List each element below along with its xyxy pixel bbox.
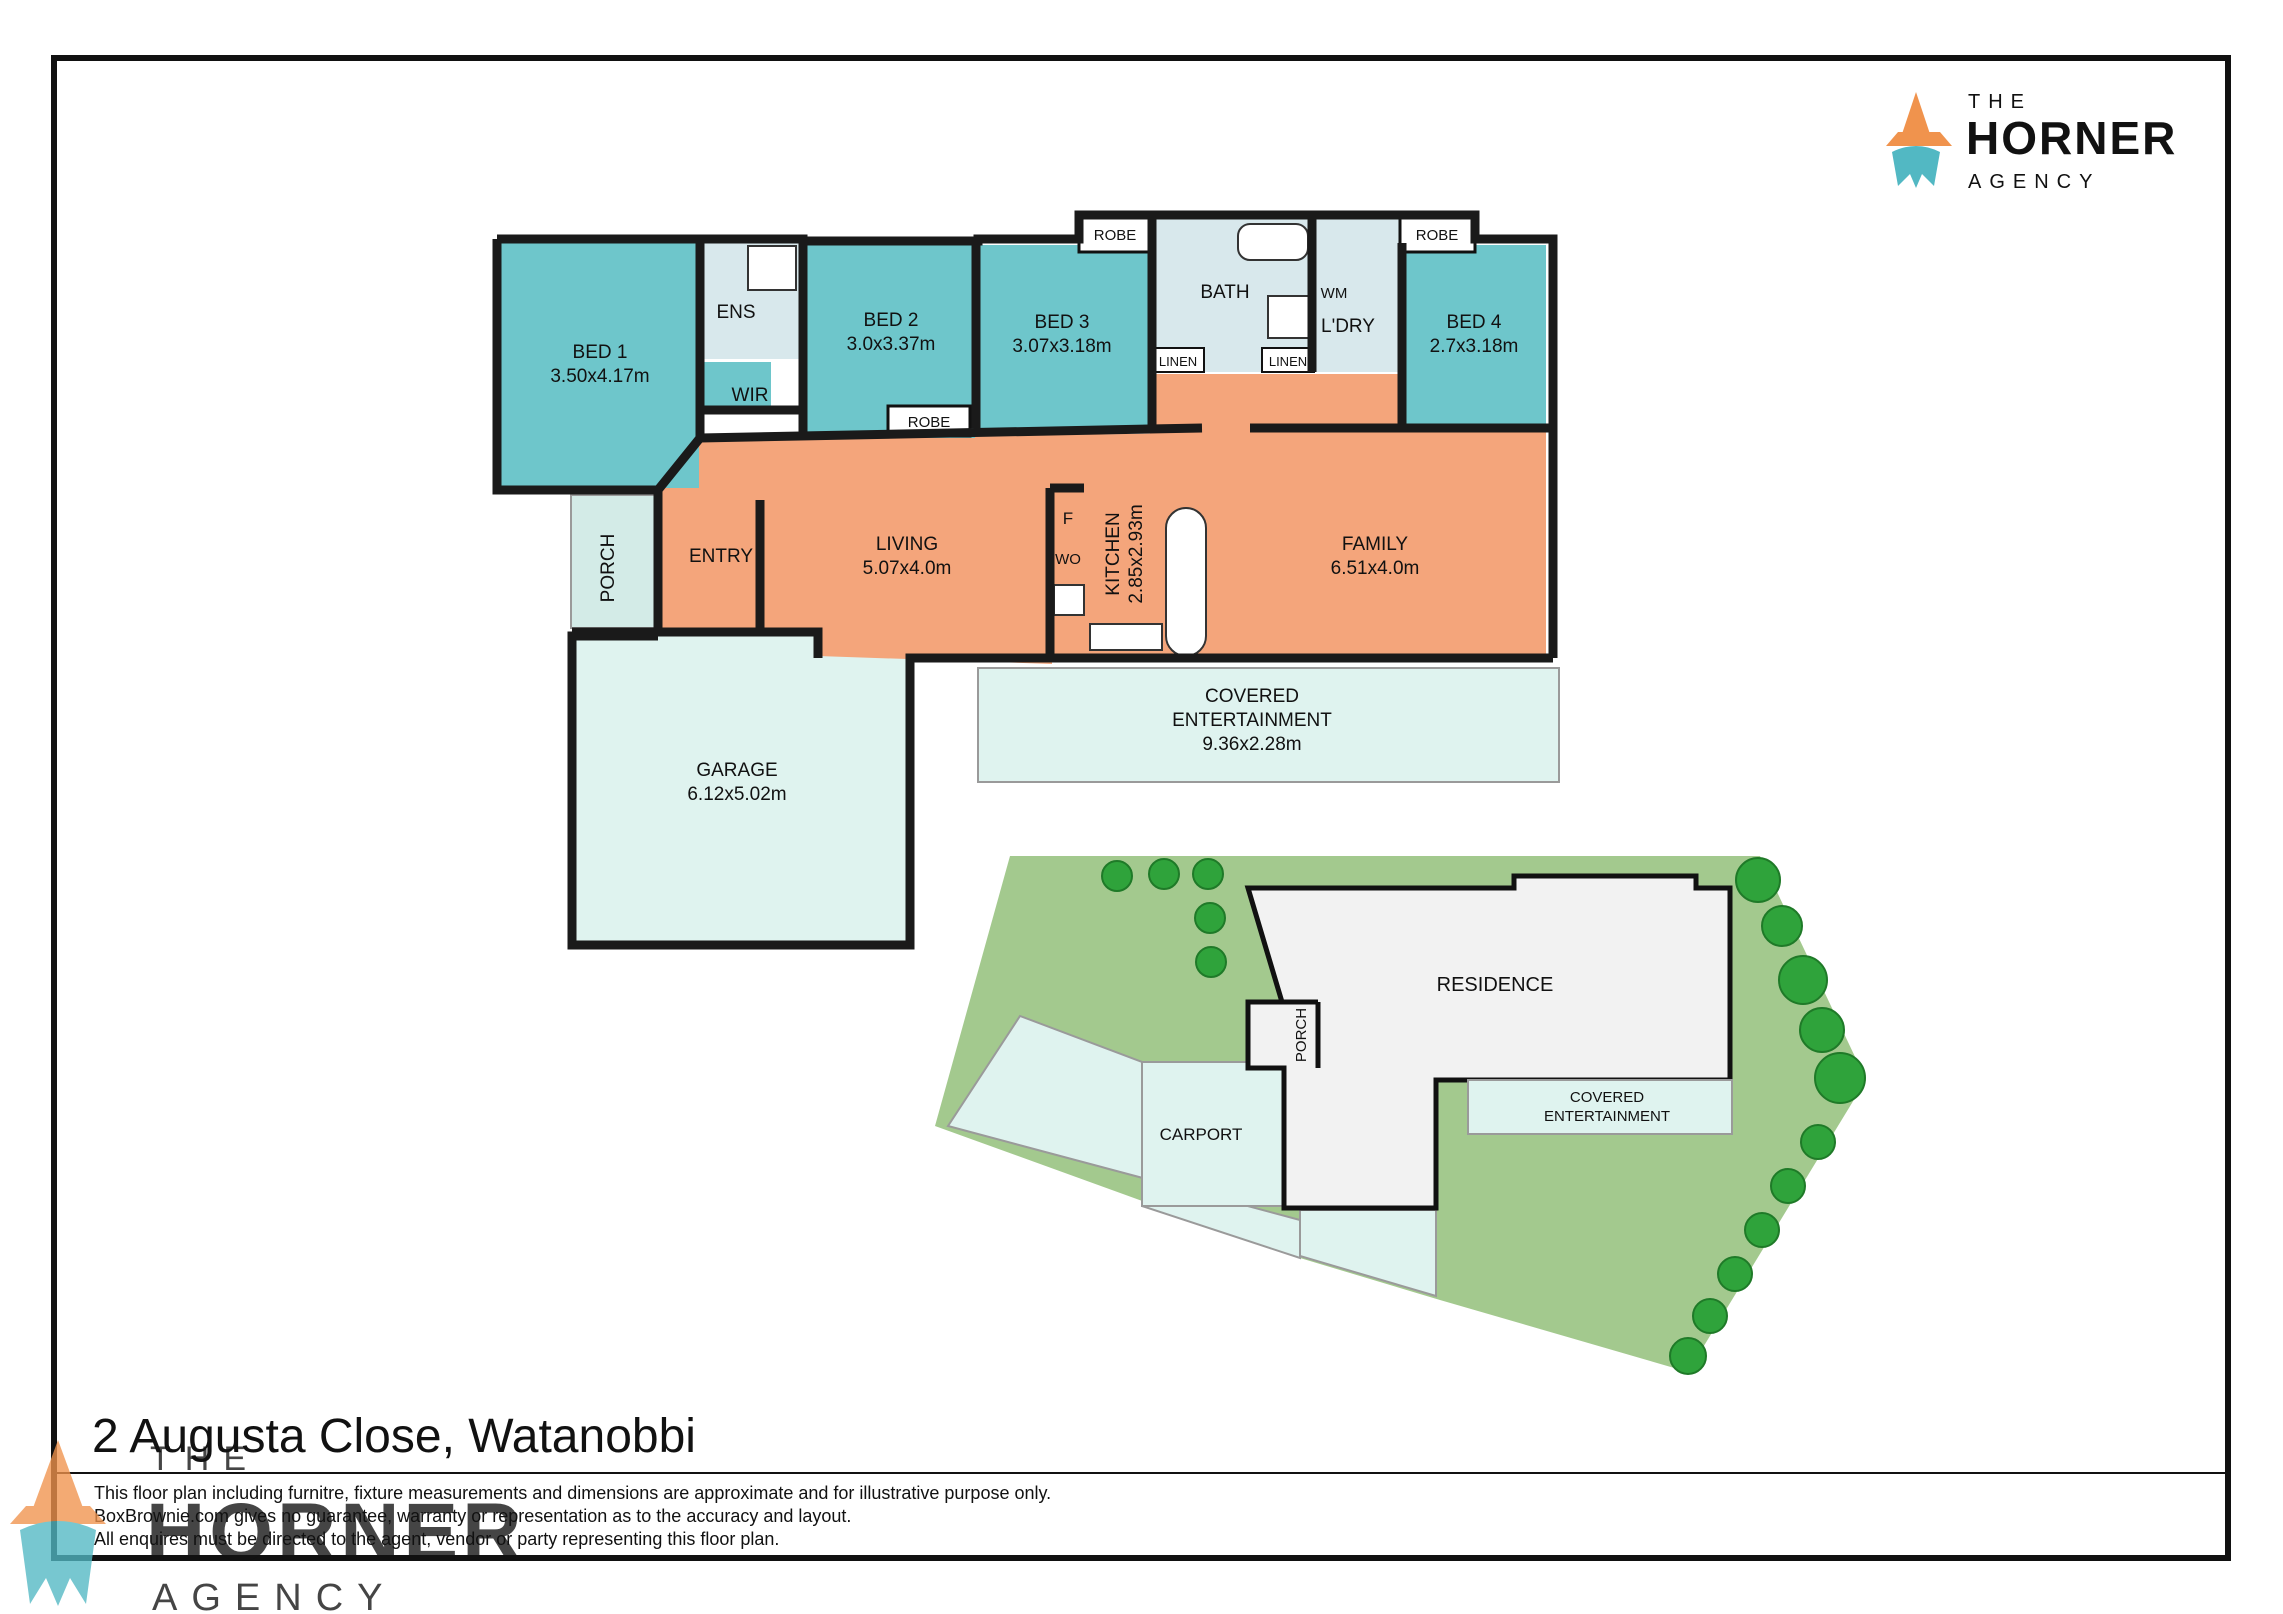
bed3-area <box>978 245 1150 428</box>
bed4-area <box>1404 245 1546 428</box>
entry-label: ENTRY <box>689 546 753 567</box>
wir-label: WIR <box>732 385 769 406</box>
bed2-label: BED 2 <box>864 310 919 331</box>
disclaimer-line-3: All enquires must be directed to the age… <box>94 1529 779 1549</box>
bed2-dims: 3.0x3.37m <box>847 334 936 355</box>
linen2-label: LINEN <box>1269 354 1307 369</box>
tree-icon <box>1814 1052 1866 1104</box>
bed1-area <box>497 243 699 488</box>
watermark-brim-icon <box>10 1506 106 1524</box>
brand-logo-top: THE HORNER AGENCY <box>1886 91 2177 193</box>
site-covered-area <box>1467 1079 1733 1135</box>
kitchen-sink <box>1089 623 1163 651</box>
robe-bed4-label: ROBE <box>1416 227 1459 244</box>
horn-brim-icon <box>1886 132 1952 146</box>
bath-label: BATH <box>1200 282 1249 303</box>
garage-label: GARAGE <box>696 760 777 781</box>
shower-ens <box>747 245 797 291</box>
site-carport-label: CARPORT <box>1160 1125 1243 1144</box>
watermark-line3: AGENCY <box>152 1577 396 1614</box>
kitchen-label: KITCHEN <box>1103 512 1124 595</box>
tree-icon <box>1692 1298 1728 1334</box>
bath-tub <box>1237 223 1309 261</box>
wm-label: WM <box>1321 285 1348 302</box>
garage-area <box>572 636 910 943</box>
room-labels: BED 1 3.50x4.17m ENS WIR BED 2 3.0x3.37m… <box>550 227 1518 805</box>
bed3-dims: 3.07x3.18m <box>1012 336 1111 357</box>
trees <box>1101 857 1866 1375</box>
covered-label-2: ENTERTAINMENT <box>1172 710 1332 731</box>
linen2-box <box>1261 347 1315 373</box>
site-porch-label: PORCH <box>1293 1008 1310 1062</box>
tree-icon <box>1735 857 1781 903</box>
family-dims: 6.51x4.0m <box>1331 558 1420 579</box>
kitchen-island <box>1165 507 1207 657</box>
brand-top-line3: AGENCY <box>1968 171 2100 193</box>
bed3-label: BED 3 <box>1035 312 1090 333</box>
porch-label: PORCH <box>598 534 619 603</box>
bed4-label: BED 4 <box>1447 312 1502 333</box>
bed4-dims: 2.7x3.18m <box>1430 336 1519 357</box>
watermark-line2: HORNER <box>146 1487 525 1578</box>
bed1-dims: 3.50x4.17m <box>550 366 649 387</box>
tree-icon <box>1195 946 1227 978</box>
house-plan <box>492 210 1560 950</box>
site-covered-label-1: COVERED <box>1570 1089 1644 1106</box>
tree-icon <box>1101 860 1133 892</box>
covered-entertainment-area <box>977 667 1560 783</box>
horn-icon <box>1900 92 1932 140</box>
tree-icon <box>1194 902 1226 934</box>
watermark-line1: THE <box>150 1440 260 1478</box>
tree-icon <box>1799 1007 1845 1053</box>
robe-bed3-label: ROBE <box>1094 227 1137 244</box>
tree-icon <box>1717 1256 1753 1292</box>
site-covered-label-2: ENTERTAINMENT <box>1544 1108 1670 1125</box>
tree-icon <box>1761 905 1803 947</box>
tree-icon <box>1192 858 1224 890</box>
cooktop <box>1053 584 1085 616</box>
site-residence-label: RESIDENCE <box>1437 974 1554 996</box>
laundry-area <box>1314 218 1400 372</box>
tree-icon <box>1669 1337 1707 1375</box>
covered-label-1: COVERED <box>1205 686 1299 707</box>
tree-icon <box>1148 858 1180 890</box>
watermark-tooth-icon <box>20 1521 96 1606</box>
tree-icon <box>1778 955 1828 1005</box>
covered-dims: 9.36x2.28m <box>1202 734 1301 755</box>
brand-top-line2: HORNER <box>1966 112 2177 164</box>
porch-area <box>570 494 657 629</box>
bed1-label: BED 1 <box>573 342 628 363</box>
living-dims: 5.07x4.0m <box>863 558 952 579</box>
tree-icon <box>1770 1168 1806 1204</box>
garage-dims: 6.12x5.02m <box>687 784 786 805</box>
laundry-label: L'DRY <box>1321 316 1375 337</box>
robe-bed2-label: ROBE <box>908 414 951 431</box>
tree-icon <box>1744 1212 1780 1248</box>
walls <box>492 210 1558 950</box>
wir-area <box>703 362 771 410</box>
residence-footprint <box>1244 873 1733 1211</box>
carport-area <box>1141 1061 1285 1207</box>
watermark-horn-icon <box>30 1440 86 1516</box>
wall-oven-label: WO <box>1055 551 1081 568</box>
living-zone <box>656 428 1546 664</box>
address-title: 2 Augusta Close, Watanobbi <box>92 1410 696 1463</box>
tree-icon <box>1800 1124 1836 1160</box>
site-plan: RESIDENCE PORCH CARPORT COVERED ENTERTAI… <box>935 856 1866 1375</box>
linen1-label: LINEN <box>1159 354 1197 369</box>
living-label: LIVING <box>876 534 938 555</box>
disclaimer-line-1: This floor plan including furnitre, fixt… <box>94 1483 1051 1503</box>
brand-top-line1: THE <box>1968 91 2032 113</box>
kitchen-dims: 2.85x2.93m <box>1126 504 1147 603</box>
fridge-label: F <box>1063 509 1073 528</box>
shower-ldry <box>1267 295 1311 339</box>
family-label: FAMILY <box>1342 534 1408 555</box>
brand-watermark: THE HORNER AGENCY <box>10 1440 525 1614</box>
tooth-icon <box>1892 146 1940 188</box>
disclaimer-line-2: BoxBrownie.com gives no guarantee, warra… <box>94 1506 851 1526</box>
ens-label: ENS <box>716 302 755 323</box>
